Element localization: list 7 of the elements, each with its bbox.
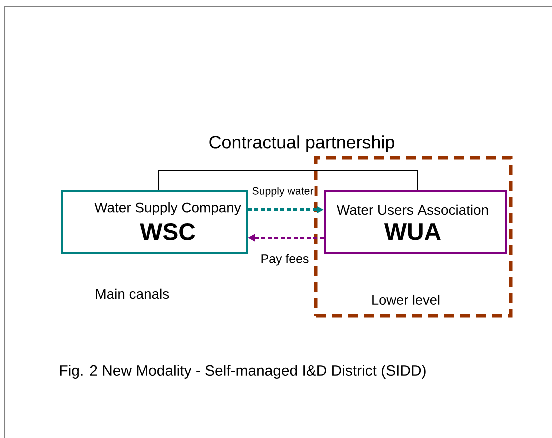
entity-box: Water Supply Company WSC xyxy=(61,190,248,254)
area-label: Main canals xyxy=(96,288,170,300)
caption: Fig. 2 New Modality - Self-managed I&D District (SIDD) xyxy=(60,365,426,379)
entity-box: Water Users Association WUA xyxy=(324,190,507,254)
edge-label: Pay fees xyxy=(260,253,310,267)
edge-label: Contractual partnership xyxy=(208,134,396,154)
edge-label: Supply water xyxy=(251,186,315,198)
